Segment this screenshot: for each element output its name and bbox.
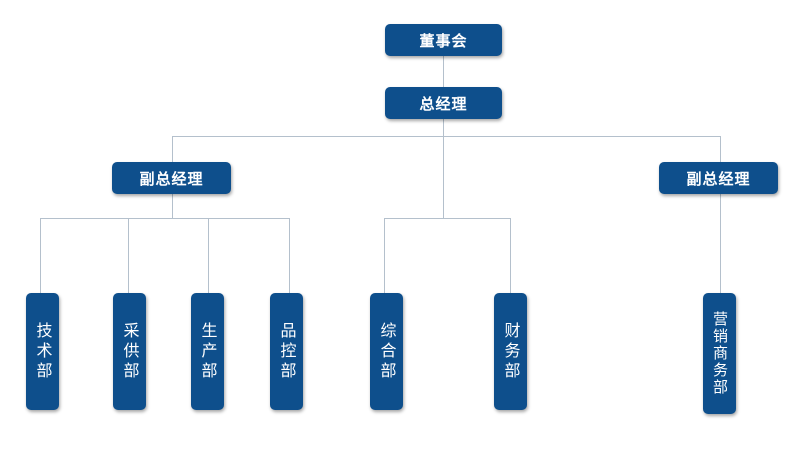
dept-quality-box[interactable]: 品控部 (270, 293, 303, 410)
connector-to-finance (510, 218, 511, 293)
dept-finance-box[interactable]: 财务部 (494, 293, 527, 410)
connector-deputy-right-down (720, 193, 721, 293)
dept-finance-label: 财务部 (501, 321, 521, 382)
connector-to-deputy-right (720, 136, 721, 162)
board-label: 董事会 (419, 31, 468, 50)
connector-mid-horizontal (384, 218, 511, 219)
connector-deputy-left-down (172, 193, 173, 218)
connector-to-deputy-left (172, 136, 173, 162)
deputy-manager-left-label: 副总经理 (139, 169, 204, 188)
dept-procurement-label: 采供部 (120, 321, 140, 382)
dept-quality-label: 品控部 (277, 321, 297, 382)
connector-top-horizontal (172, 136, 721, 137)
connector-to-production (208, 218, 209, 293)
connector-left-horizontal (40, 218, 290, 219)
dept-tech-label: 技术部 (33, 321, 53, 382)
dept-marketing-label: 营销商务部 (711, 311, 729, 396)
connector-to-procurement (128, 218, 129, 293)
dept-general-affairs-label: 综合部 (377, 321, 397, 382)
connector-to-quality (289, 218, 290, 293)
dept-production-label: 生产部 (198, 321, 218, 382)
deputy-manager-right-label: 副总经理 (686, 169, 751, 188)
board-box[interactable]: 董事会 (385, 24, 502, 56)
dept-tech-box[interactable]: 技术部 (26, 293, 59, 410)
connector-gm-down (443, 119, 444, 218)
general-manager-box[interactable]: 总经理 (385, 87, 502, 119)
general-manager-label: 总经理 (419, 94, 468, 113)
dept-marketing-box[interactable]: 营销商务部 (703, 293, 736, 414)
connector-to-general-affairs (384, 218, 385, 293)
dept-production-box[interactable]: 生产部 (191, 293, 224, 410)
deputy-manager-left-box[interactable]: 副总经理 (112, 162, 231, 194)
connector-to-tech (40, 218, 41, 293)
dept-general-affairs-box[interactable]: 综合部 (370, 293, 403, 410)
connector-board-gm (443, 55, 444, 87)
dept-procurement-box[interactable]: 采供部 (113, 293, 146, 410)
deputy-manager-right-box[interactable]: 副总经理 (659, 162, 778, 194)
